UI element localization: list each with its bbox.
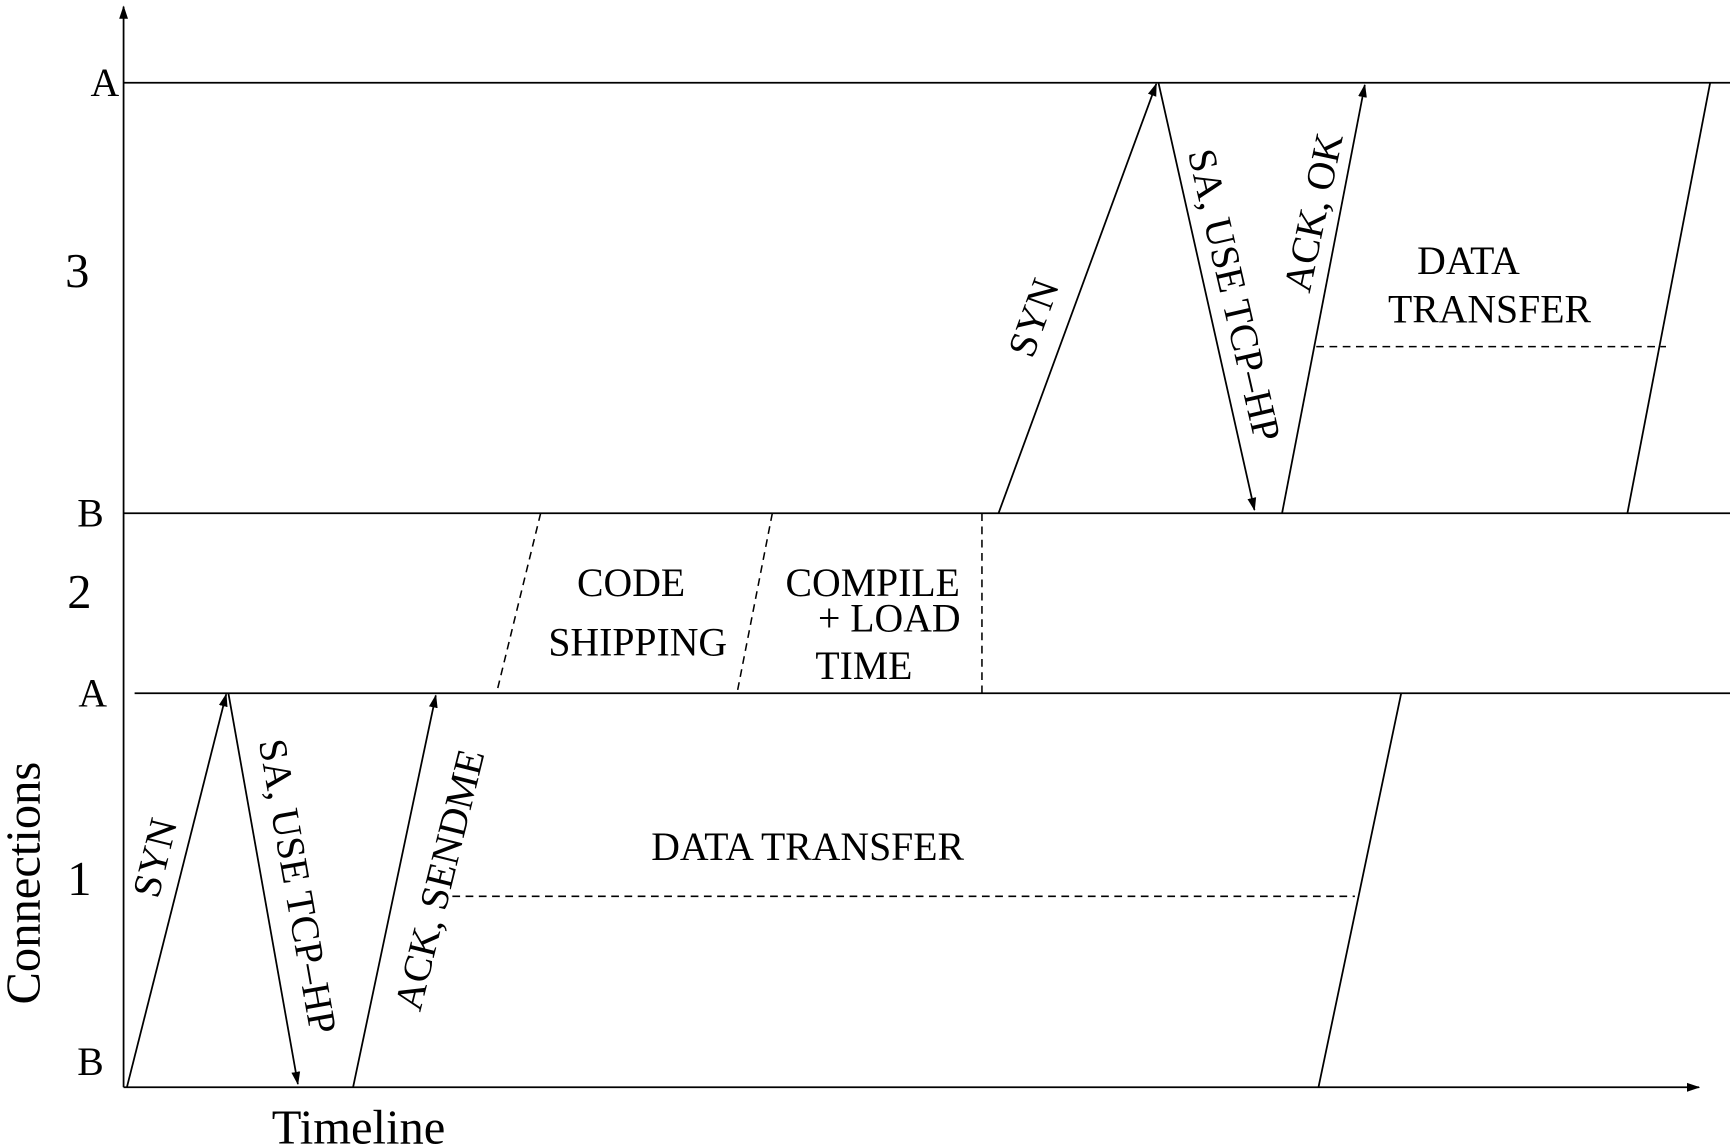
conn2-code-start-dashed xyxy=(495,513,542,694)
conn3-data-label: DATA xyxy=(1417,239,1520,283)
conn3-sa-label: SA, USE TCP–HP xyxy=(1179,145,1289,446)
conn1-ack-arrow xyxy=(352,694,438,1088)
conn3-transfer-label: TRANSFER xyxy=(1388,287,1592,331)
conn2-load-label: + LOAD xyxy=(818,596,961,640)
conn3-data-end-line xyxy=(1626,82,1712,514)
conn1-sa-arrow xyxy=(227,693,301,1086)
conn1-data-label: DATA TRANSFER xyxy=(651,825,964,869)
conn3-syn-label: SYN xyxy=(999,273,1068,363)
conn2-time-label: TIME xyxy=(815,644,912,688)
conn2-code-end-dashed xyxy=(736,513,774,694)
conn3-number: 3 xyxy=(65,244,89,298)
conn1-data-end-line xyxy=(1317,693,1403,1088)
conn2-shipping-label: SHIPPING xyxy=(548,621,727,665)
y-axis-label: Connections xyxy=(0,762,51,1005)
conn3-ack-arrow xyxy=(1281,83,1367,514)
conn3-a-label: A xyxy=(90,61,119,105)
conn1-sa-label: SA, USE TCP–HP xyxy=(250,736,345,1038)
conn3-sa-arrow xyxy=(1157,82,1257,512)
conn1-b-label: B xyxy=(77,1040,103,1084)
x-axis-label: Timeline xyxy=(272,1101,446,1148)
conn2-compile-label: COMPILE xyxy=(786,561,960,605)
conn2-code-label: CODE xyxy=(577,561,685,605)
conn1-syn-arrow xyxy=(126,693,228,1088)
conn1-number: 1 xyxy=(67,852,91,906)
conn3-b-label: B xyxy=(77,492,103,536)
conn1-ack-label: ACK, SENDME xyxy=(386,745,493,1015)
conn2-number: 2 xyxy=(67,565,91,619)
conn1-a-label: A xyxy=(78,671,107,715)
conn3-syn-arrow xyxy=(997,82,1158,514)
